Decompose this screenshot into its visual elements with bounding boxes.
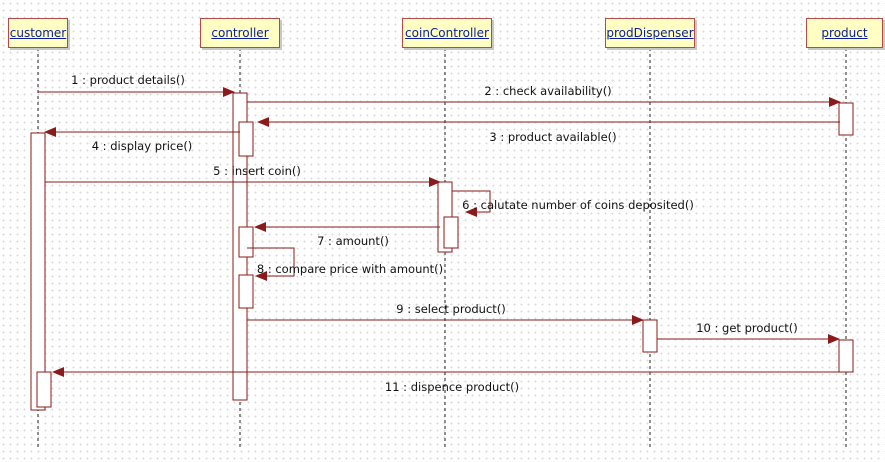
message-5-label[interactable]: 5 : insert coin(): [213, 164, 301, 178]
activation-bar: [443, 216, 459, 249]
lifeline-controller-box[interactable]: controller: [200, 18, 280, 48]
activation-bar: [642, 319, 658, 353]
message-10-label[interactable]: 10 : get product(): [696, 321, 798, 335]
activation-bar: [238, 274, 254, 309]
message-8-arrow: [247, 247, 295, 281]
lifeline-controller-name: controller: [211, 26, 269, 40]
message-11-label[interactable]: 11 : dispence product(): [384, 380, 520, 394]
activation-bar: [238, 226, 254, 258]
lifeline-product-name: product: [821, 26, 868, 40]
activation-bar: [30, 132, 46, 411]
lifeline-customer-name: customer: [9, 26, 67, 40]
message-4-label[interactable]: 4 : display price(): [91, 139, 193, 153]
lifeline-customer-box[interactable]: customer: [8, 18, 68, 48]
activation-bar: [36, 371, 52, 408]
message-3-label[interactable]: 3 : product available(): [489, 130, 617, 144]
activation-bar: [238, 121, 254, 157]
lifeline-coincontroller-box[interactable]: coinController: [402, 18, 492, 48]
message-6-label[interactable]: 6 : calutate number of coins deposited(): [462, 198, 694, 212]
lifeline-proddispenser-box[interactable]: prodDispenser: [605, 18, 695, 48]
lifeline-product-box[interactable]: product: [806, 18, 883, 48]
message-8-label[interactable]: 8 : compare price with amount(): [256, 262, 444, 276]
activation-bar: [838, 339, 854, 373]
lifeline-proddispenser-name: prodDispenser: [606, 26, 694, 40]
lifeline-coincontroller-name: coinController: [405, 26, 489, 40]
message-1-label[interactable]: 1 : product details(): [71, 73, 185, 87]
message-2-label[interactable]: 2 : check availability(): [484, 84, 612, 98]
activation-bar: [838, 102, 854, 136]
message-7-label[interactable]: 7 : amount(): [317, 234, 389, 248]
message-6-arrow: [452, 190, 491, 217]
message-9-label[interactable]: 9 : select product(): [396, 302, 506, 316]
